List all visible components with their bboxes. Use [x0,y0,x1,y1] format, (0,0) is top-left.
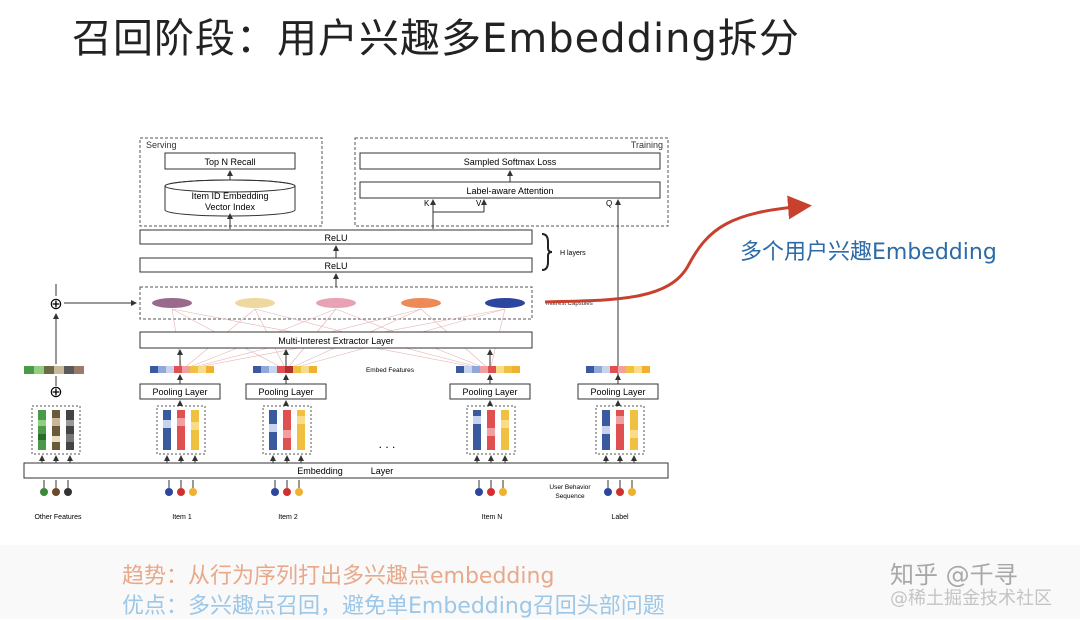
k-label: K [424,199,430,208]
item2-matrix [262,405,312,455]
user-behavior-line2: Sequence [555,493,585,500]
relu-layer-bottom [139,257,533,273]
page-title: 召回阶段：用户兴趣多Embedding拆分 [72,16,800,62]
pooling-label-3: Pooling Layer [462,387,517,397]
relu-layer-top [139,229,533,245]
top-n-recall-label: Top N Recall [204,157,255,167]
other-embed-strip [24,366,84,374]
label-attention-box [359,181,661,199]
item-index-line2: Vector Index [205,202,256,212]
top-n-recall-box [164,152,296,170]
input-label-item2: Item 2 [278,514,298,521]
serving-label: Serving [146,140,177,150]
trend-text: 趋势：从行为序列打出多兴趣点embedding [122,564,555,589]
capsule-2 [235,298,275,308]
embedding-layer-box [23,462,669,479]
plus-top-icon: ⊕ [49,296,62,313]
label-attention-label: Label-aware Attention [466,186,553,196]
user-behavior-line1: User Behavior [549,484,591,491]
capsule-5 [485,298,525,308]
pros-text: 优点：多兴趣点召回，避免单Embedding召回头部问题 [122,594,665,619]
h-layers-label: H layers [560,250,586,257]
embed-strip-item2 [253,366,317,373]
multi-interest-label: Multi-Interest Extractor Layer [278,336,394,346]
label-matrix [595,405,645,455]
plus-bottom-icon: ⊕ [49,384,62,401]
item-index-line1: Item ID Embedding [191,191,268,201]
relu-top-label: ReLU [324,233,347,243]
ellipsis: . . . [379,437,396,451]
sampled-softmax-label: Sampled Softmax Loss [464,157,557,167]
annotation-label: 多个用户兴趣Embedding [740,240,997,265]
embed-strip-item1 [150,366,214,373]
interest-capsules-label: Interest Capsules [546,301,593,307]
training-label: Training [631,140,663,150]
sampled-softmax-box [359,152,661,170]
input-label-itemN: Item N [482,514,503,521]
q-label: Q [606,199,612,208]
bottom-band [0,545,1080,619]
watermark-juejin: @稀土掘金技术社区 [890,588,1052,609]
training-group [354,137,669,227]
other-features-matrix [31,405,81,455]
input-label-item1: Item 1 [172,514,192,521]
annotation-arrow [544,195,812,304]
h-layers-brace [541,233,553,271]
embedding-layer-label-a: Embedding [297,466,343,476]
embedding-layer-label-b: Layer [371,466,394,476]
multi-interest-extractor-box [139,331,533,349]
embed-strip-itemN [456,366,520,373]
pooling-label-1: Pooling Layer [152,387,207,397]
capsule-1 [152,298,192,308]
serving-group [139,137,323,227]
watermark-zhihu: 知乎 @千寻 [890,561,1018,589]
v-label: V [476,199,482,208]
relu-bottom-label: ReLU [324,261,347,271]
capsule-4 [401,298,441,308]
itemN-matrix [466,405,516,455]
input-label-label: Label [611,514,629,521]
capsule-3 [316,298,356,308]
embed-features-label: Embed Features [366,367,415,374]
input-label-other: Other Features [34,514,82,521]
item1-matrix [156,405,206,455]
input-dots [40,480,636,496]
embed-strip-label [586,366,650,373]
pooling-label-4: Pooling Layer [590,387,645,397]
pooling-label-2: Pooling Layer [258,387,313,397]
